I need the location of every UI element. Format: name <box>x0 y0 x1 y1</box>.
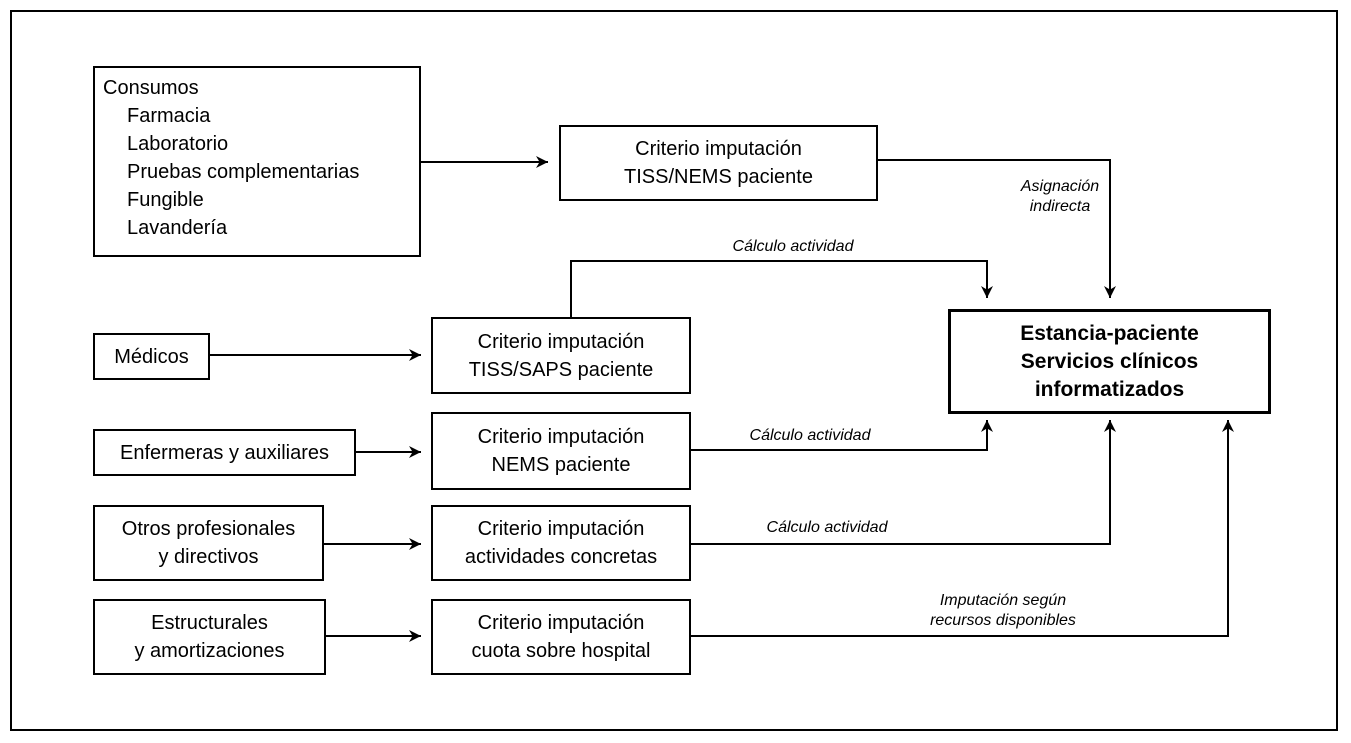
criterio-cuota-box: Criterio imputación cuota sobre hospital <box>431 599 691 675</box>
criterio-detail: TISS/NEMS paciente <box>624 166 813 188</box>
estructurales-label-line2: y amortizaciones <box>134 640 285 662</box>
arrow-actividades-to-target <box>690 420 1116 545</box>
consumos-box: Consumos Farmacia Laboratorio Pruebas co… <box>93 66 421 257</box>
criterio-title: Criterio imputación <box>635 138 802 160</box>
otros-profesionales-box: Otros profesionales y directivos <box>93 505 324 581</box>
consumos-item: Laboratorio <box>127 133 229 155</box>
otros-label-line2: y directivos <box>158 546 259 568</box>
consumos-title: Consumos <box>103 77 199 99</box>
estancia-paciente-box: Estancia-paciente Servicios clínicos inf… <box>948 309 1271 414</box>
asignacion-line1: Asignación <box>1020 178 1100 195</box>
criterio-detail: actividades concretas <box>464 546 658 568</box>
consumos-item: Lavandería <box>127 217 228 239</box>
otros-label-line1: Otros profesionales <box>121 518 296 540</box>
medicos-label: Médicos <box>114 345 189 368</box>
calculo-actividad-label-2: Cálculo actividad <box>749 427 871 444</box>
criterio-title: Criterio imputación <box>477 612 645 634</box>
arrow-tiss-saps-to-target <box>570 260 993 318</box>
asignacion-line2: indirecta <box>1029 198 1091 215</box>
consumos-item: Fungible <box>127 189 204 211</box>
arrow-cuota-to-target <box>690 420 1234 637</box>
diagram-frame <box>10 10 1338 731</box>
criterio-title: Criterio imputación <box>477 426 645 448</box>
estructurales-box: Estructurales y amortizaciones <box>93 599 326 675</box>
calculo-actividad-label-1: Cálculo actividad <box>732 238 854 255</box>
criterio-detail: TISS/SAPS paciente <box>468 358 654 381</box>
enfermeras-label: Enfermeras y auxiliares <box>120 441 329 464</box>
imputacion-line1: Imputación según <box>939 592 1067 609</box>
criterio-tiss-saps-box: Criterio imputación TISS/SAPS paciente <box>431 317 691 394</box>
arrow-tiss-nems-to-target <box>877 159 1116 298</box>
estructurales-label-line1: Estructurales <box>151 612 268 634</box>
consumos-item: Pruebas complementarias <box>127 161 360 183</box>
medicos-box: Médicos <box>93 333 210 380</box>
criterio-actividades-box: Criterio imputación actividades concreta… <box>431 505 691 581</box>
criterio-tiss-nems-box: Criterio imputación TISS/NEMS paciente <box>559 125 878 201</box>
arrow-nems-to-target <box>690 420 993 451</box>
calculo-actividad-label-3: Cálculo actividad <box>766 519 888 536</box>
criterio-nems-box: Criterio imputación NEMS paciente <box>431 412 691 490</box>
enfermeras-box: Enfermeras y auxiliares <box>93 429 356 476</box>
imputacion-line2: recursos disponibles <box>930 612 1076 629</box>
target-line2: Servicios clínicos <box>1020 349 1199 373</box>
target-line3: informatizados <box>1034 377 1185 401</box>
imputacion-label: Imputación según recursos disponibles <box>918 591 1088 631</box>
asignacion-indirecta-label: Asignación indirecta <box>1010 177 1110 217</box>
criterio-detail: NEMS paciente <box>491 454 631 476</box>
target-line1: Estancia-paciente <box>1020 321 1199 345</box>
criterio-title: Criterio imputación <box>477 518 645 540</box>
consumos-item: Farmacia <box>127 105 211 127</box>
criterio-detail: cuota sobre hospital <box>471 640 651 662</box>
criterio-title: Criterio imputación <box>477 330 645 353</box>
